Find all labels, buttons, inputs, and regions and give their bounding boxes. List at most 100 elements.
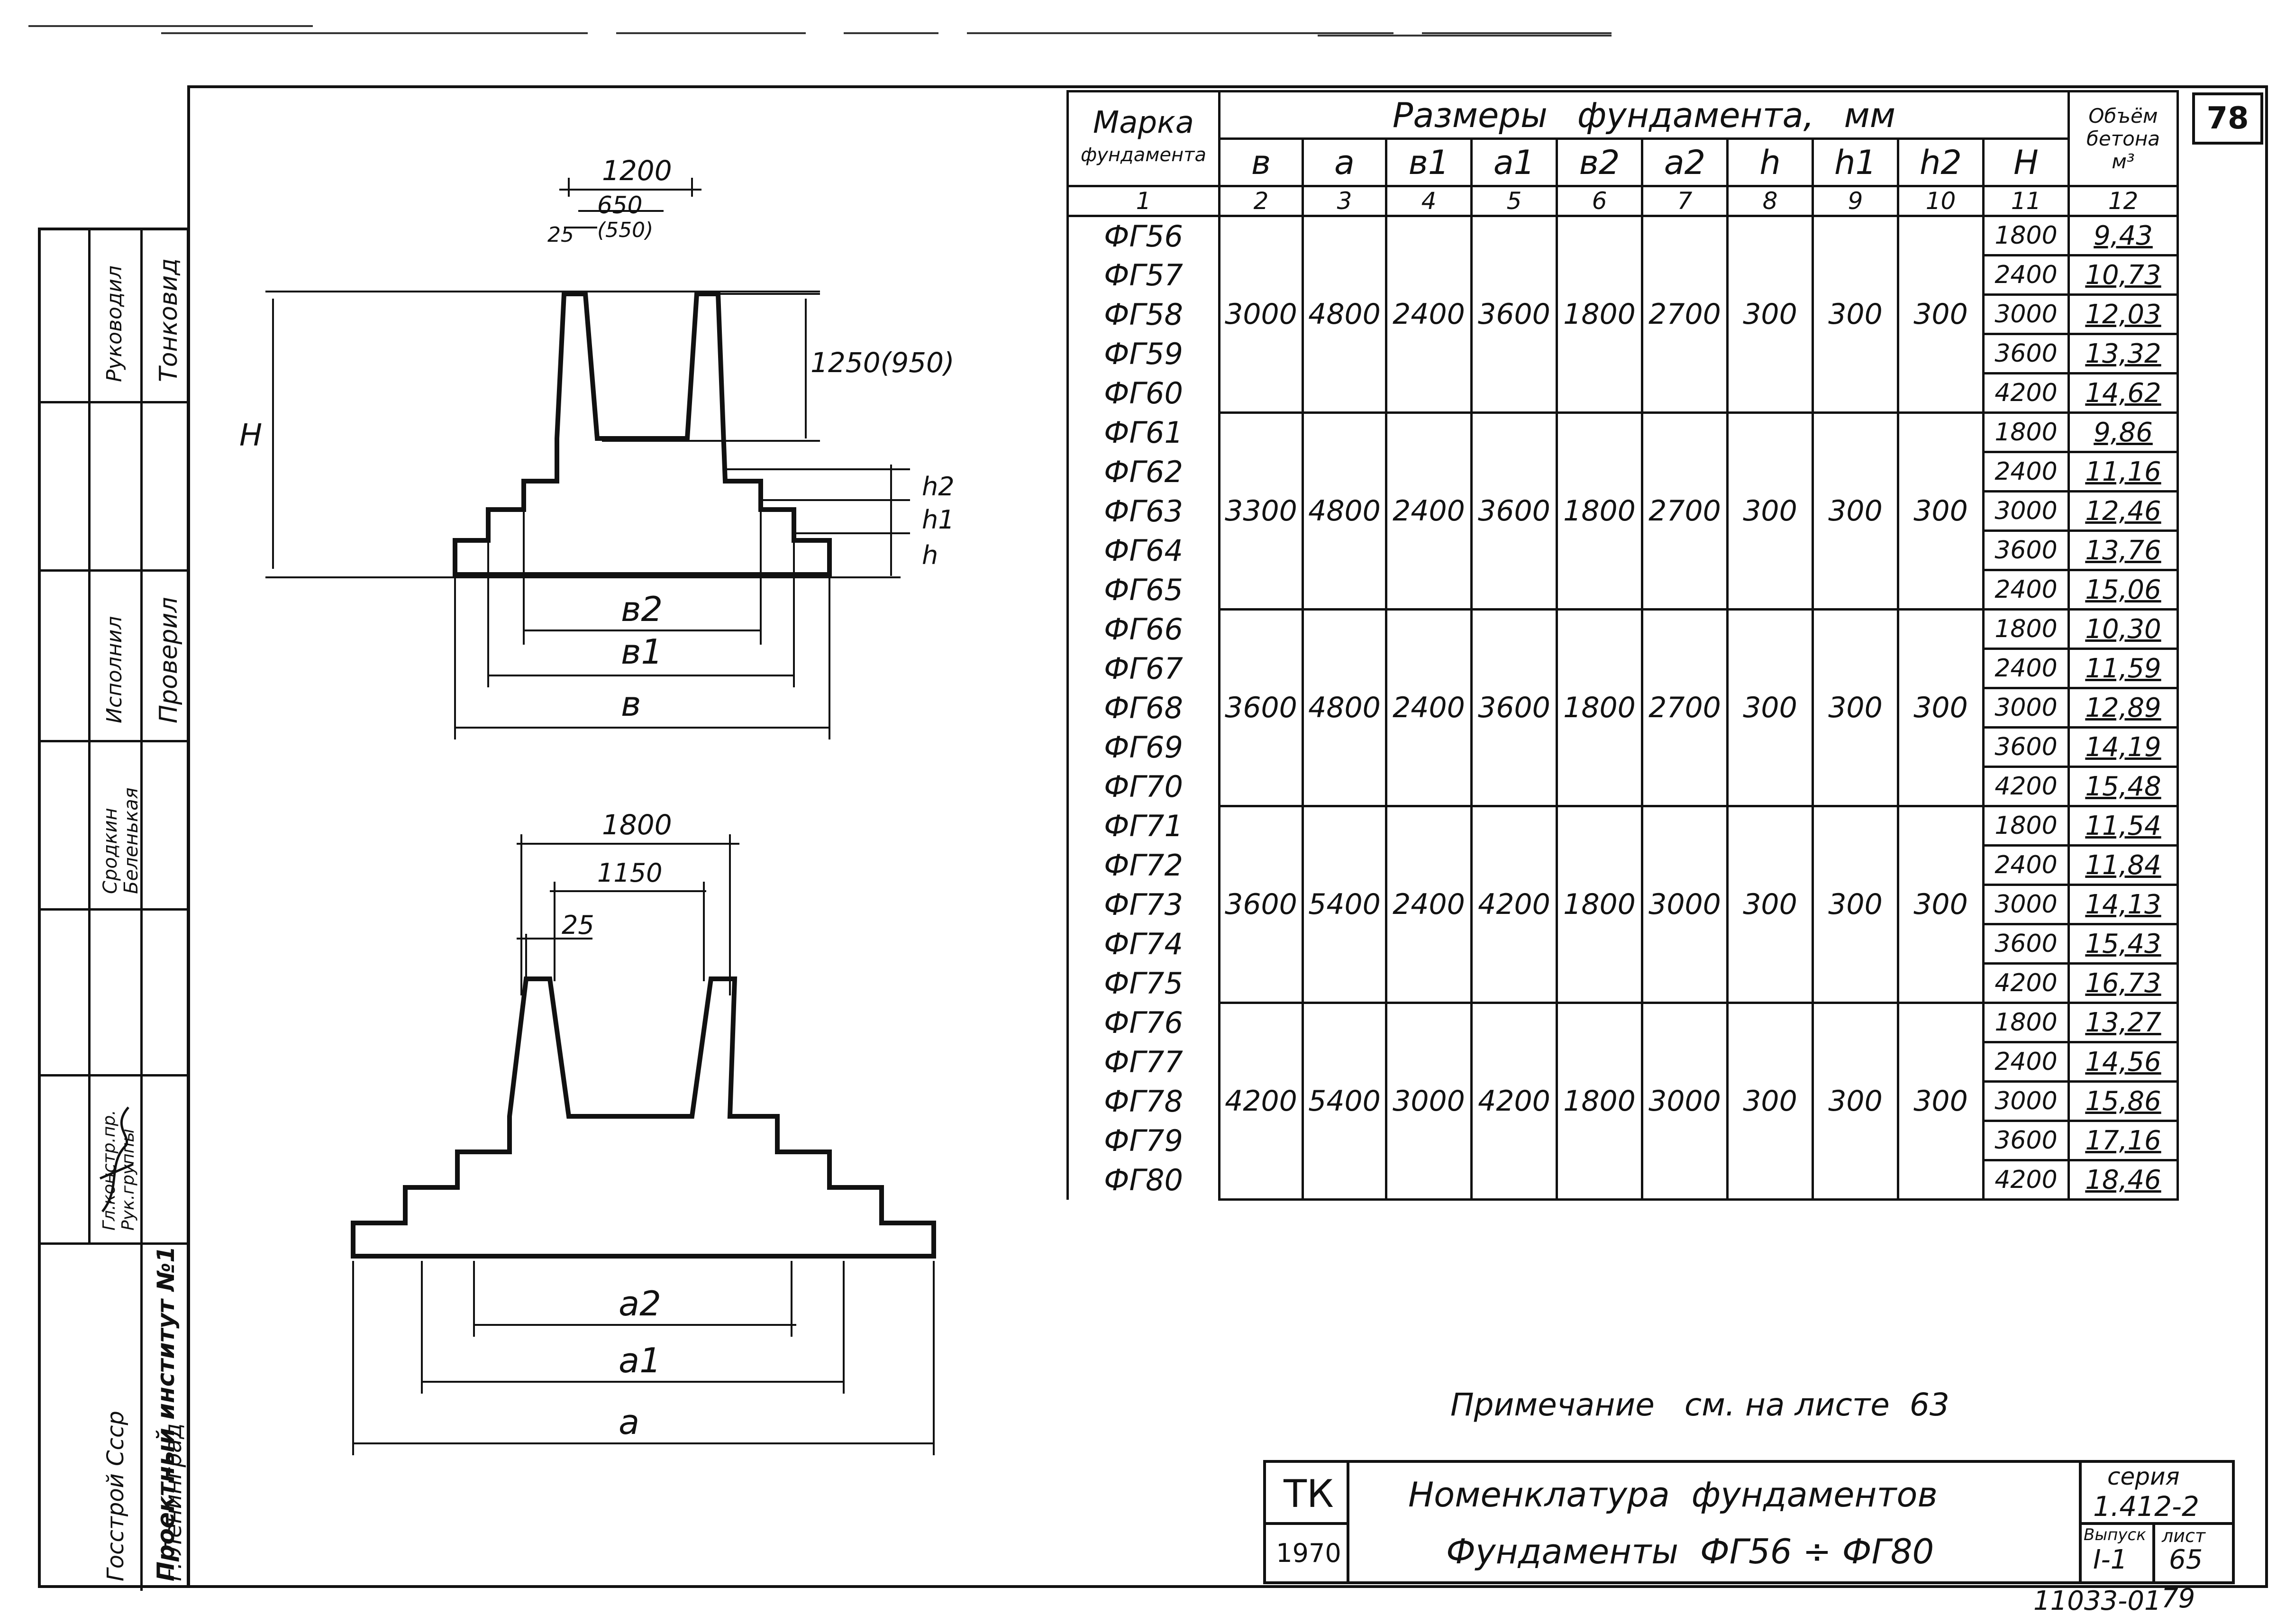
cell-common: 300 bbox=[1897, 215, 1985, 414]
corner-number: 78 bbox=[2206, 101, 2249, 136]
cell-common: 3000 bbox=[1641, 1002, 1729, 1201]
stamp-divider bbox=[41, 740, 187, 742]
cell-mark: ФГ61 bbox=[1066, 412, 1220, 452]
cell-mark: ФГ75 bbox=[1066, 963, 1220, 1003]
header-dims-title: Размеры фундамента, мм bbox=[1218, 90, 2070, 140]
header-number: 5 bbox=[1470, 185, 1558, 217]
cell-common: 2700 bbox=[1641, 215, 1729, 414]
cell-common: 2400 bbox=[1385, 215, 1473, 414]
header-number: 9 bbox=[1812, 185, 1899, 217]
cell-common: 300 bbox=[1726, 608, 1814, 807]
header-number: 11 bbox=[1982, 185, 2070, 217]
header-volume-line: бетона bbox=[2086, 127, 2160, 150]
cell-H: 1800 bbox=[1982, 215, 2070, 256]
bottom-code: 11033-01 bbox=[2033, 1586, 2161, 1616]
stamp-role: Проверил bbox=[155, 597, 183, 723]
cell-common: 3600 bbox=[1470, 411, 1558, 611]
dim-top-width: 1800 bbox=[602, 809, 672, 841]
header-number: 8 bbox=[1726, 185, 1814, 217]
cell-common: 300 bbox=[1897, 1002, 1985, 1201]
cell-mark: ФГ67 bbox=[1066, 648, 1220, 688]
stamp-vertical-rule bbox=[88, 230, 91, 1242]
tb-series-label: серия bbox=[2107, 1463, 2180, 1490]
tb-title2: Фундаменты ФГ56 ÷ ФГ80 bbox=[1446, 1532, 1934, 1571]
cell-H: 3000 bbox=[1982, 490, 2070, 532]
stamp-divider bbox=[41, 401, 187, 403]
cell-common: 300 bbox=[1812, 1002, 1899, 1201]
tb-tk: ТК bbox=[1284, 1471, 1334, 1516]
cell-volume: 12,03 bbox=[2067, 293, 2179, 335]
header-col: а bbox=[1302, 137, 1387, 187]
tb-sheet: 65 bbox=[2169, 1544, 2203, 1575]
cell-mark: ФГ78 bbox=[1066, 1081, 1220, 1121]
cell-volume: 15,48 bbox=[2067, 766, 2179, 807]
stamp-divider bbox=[41, 569, 187, 572]
cell-mark: ФГ62 bbox=[1066, 452, 1220, 492]
cell-mark: ФГ63 bbox=[1066, 491, 1220, 531]
cell-common: 2700 bbox=[1641, 608, 1729, 807]
header-number: 12 bbox=[2067, 185, 2179, 217]
cell-H: 3000 bbox=[1982, 884, 2070, 925]
cell-volume: 14,56 bbox=[2067, 1041, 2179, 1083]
cell-common: 300 bbox=[1897, 805, 1985, 1004]
cell-mark: ФГ69 bbox=[1066, 727, 1220, 767]
cell-common: 1800 bbox=[1556, 608, 1643, 807]
cell-common: 4200 bbox=[1218, 1002, 1304, 1201]
cell-H: 3600 bbox=[1982, 333, 2070, 374]
cell-volume: 16,73 bbox=[2067, 962, 2179, 1004]
cell-common: 5400 bbox=[1302, 805, 1387, 1004]
cell-H: 3000 bbox=[1982, 687, 2070, 729]
cell-H: 1800 bbox=[1982, 1002, 2070, 1043]
header-col: h2 bbox=[1897, 137, 1985, 187]
cell-H: 1800 bbox=[1982, 805, 2070, 847]
cell-volume: 13,27 bbox=[2067, 1002, 2179, 1043]
cell-H: 3000 bbox=[1982, 293, 2070, 335]
cell-H: 4200 bbox=[1982, 372, 2070, 414]
cell-volume: 11,59 bbox=[2067, 648, 2179, 689]
cell-common: 5400 bbox=[1302, 1002, 1387, 1201]
tb-rule bbox=[1347, 1463, 1349, 1581]
cell-H: 2400 bbox=[1982, 569, 2070, 611]
cell-H: 4200 bbox=[1982, 1159, 2070, 1201]
left-stamp: Тонковид Руководил Проверил Исполнил Сро… bbox=[38, 228, 190, 1591]
dim-top-width: 1200 bbox=[602, 155, 672, 187]
cell-common: 4800 bbox=[1302, 608, 1387, 807]
cell-common: 2700 bbox=[1641, 411, 1729, 611]
cell-mark: ФГ74 bbox=[1066, 924, 1220, 964]
cell-common: 3300 bbox=[1218, 411, 1304, 611]
cell-mark: ФГ71 bbox=[1066, 806, 1220, 846]
cell-mark: ФГ66 bbox=[1066, 609, 1220, 649]
cell-common: 1800 bbox=[1556, 805, 1643, 1004]
dim-height-upper: 1250(950) bbox=[811, 347, 955, 379]
cell-common: 300 bbox=[1726, 805, 1814, 1004]
cell-common: 300 bbox=[1726, 1002, 1814, 1201]
tb-rule bbox=[2079, 1522, 2233, 1525]
cell-common: 300 bbox=[1812, 411, 1899, 611]
stamp-vertical-rule bbox=[140, 230, 143, 1591]
header-volume-line: м³ bbox=[2112, 149, 2135, 173]
header-col: h bbox=[1726, 137, 1814, 187]
cell-volume: 9,43 bbox=[2067, 215, 2179, 256]
stamp-divider bbox=[41, 1074, 187, 1077]
dim-h2: h2 bbox=[922, 472, 955, 502]
header-mark-line: фундамента bbox=[1081, 144, 1206, 166]
header-volume-line: Объём bbox=[2088, 104, 2158, 128]
stamp-role: Сродкин Беленькая bbox=[100, 787, 142, 894]
